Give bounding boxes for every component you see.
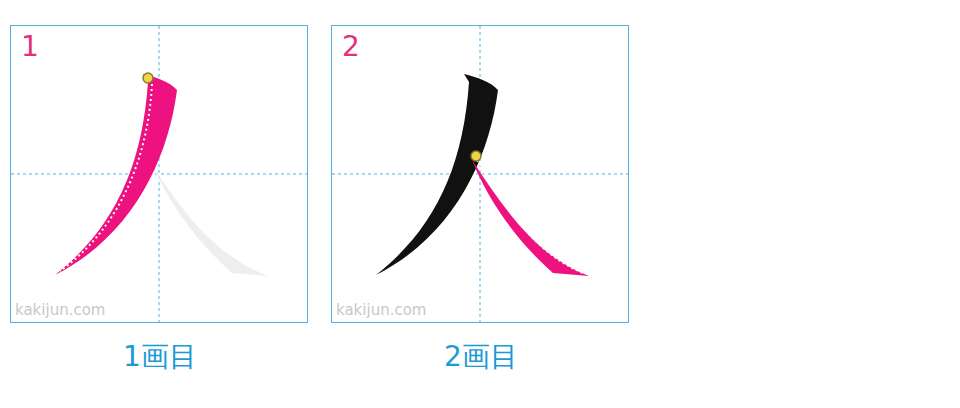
stroke-caption: 2画目 — [332, 340, 630, 374]
stroke-panel: 2kakijun.com2画目 — [331, 25, 629, 323]
stroke-number: 1 — [21, 30, 39, 64]
stroke-number: 2 — [342, 30, 360, 64]
watermark: kakijun.com — [336, 301, 426, 319]
watermark: kakijun.com — [15, 301, 105, 319]
stroke-panel: 1kakijun.com1画目 — [10, 25, 308, 323]
stroke-caption: 1画目 — [11, 340, 309, 374]
